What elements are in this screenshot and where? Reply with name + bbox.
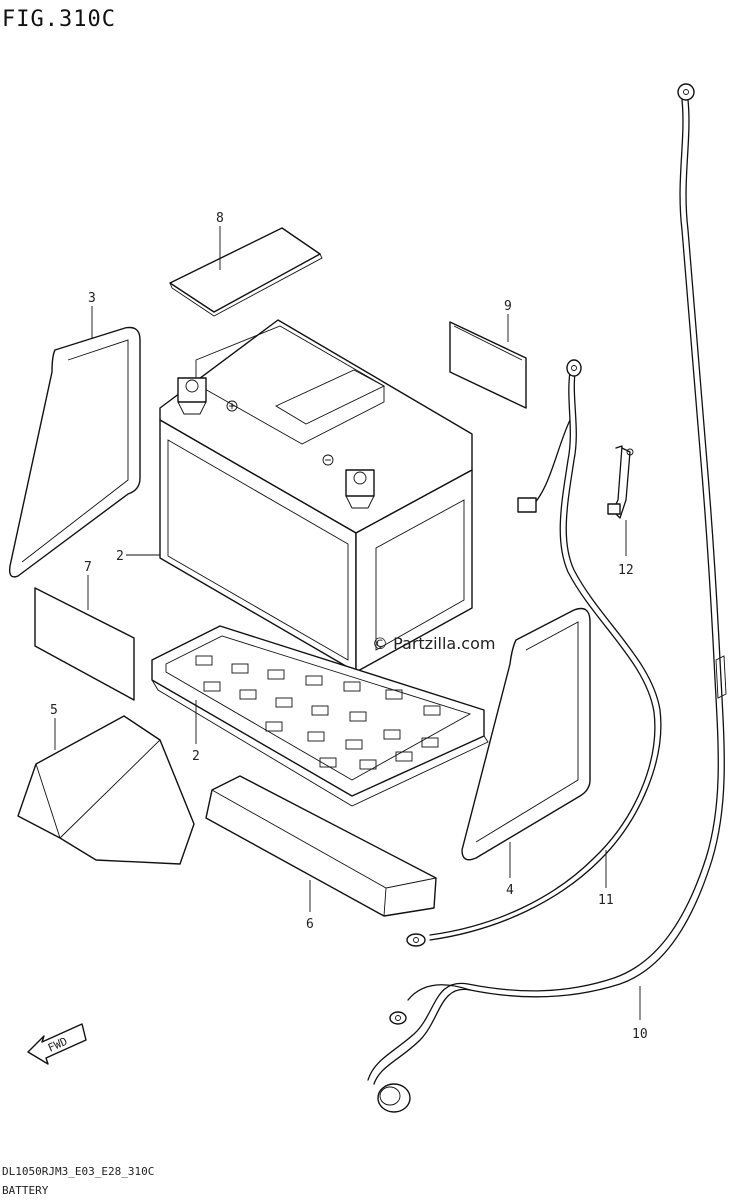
part-3-side-pad[interactable] (8, 326, 141, 578)
part-9-label[interactable] (449, 321, 527, 409)
figure-title: FIG.310C (2, 7, 116, 32)
figure-caption: BATTERY (2, 1184, 49, 1197)
tray-slots (195, 655, 441, 770)
label-6: 6 (306, 917, 314, 932)
label-2b: 2 (192, 749, 200, 764)
part-11-cable[interactable] (406, 359, 662, 947)
part-6-block[interactable] (205, 775, 437, 917)
label-11: 11 (598, 893, 614, 908)
label-2a: 2 (116, 549, 124, 564)
part-4-side-pad[interactable] (461, 607, 591, 861)
part-8-pad[interactable] (169, 227, 323, 317)
label-7: 7 (84, 560, 92, 575)
part-12-bracket[interactable] (607, 445, 634, 519)
label-3: 3 (88, 291, 96, 306)
label-4: 4 (506, 883, 514, 898)
part-7-sheet[interactable] (34, 587, 135, 701)
label-12: 12 (618, 563, 634, 578)
part-5-wedge-pad[interactable] (17, 715, 195, 865)
watermark: © Partzilla.com (372, 634, 495, 653)
fwd-direction-arrow: FWD (27, 1023, 87, 1065)
part-10-cable[interactable] (367, 83, 727, 1113)
battery[interactable] (159, 319, 473, 673)
label-8: 8 (216, 211, 224, 226)
label-5: 5 (50, 703, 58, 718)
label-9: 9 (504, 299, 512, 314)
battery-tray[interactable] (151, 625, 489, 807)
figure-code: DL1050RJM3_E03_E28_310C (2, 1165, 154, 1178)
label-10: 10 (632, 1027, 648, 1042)
